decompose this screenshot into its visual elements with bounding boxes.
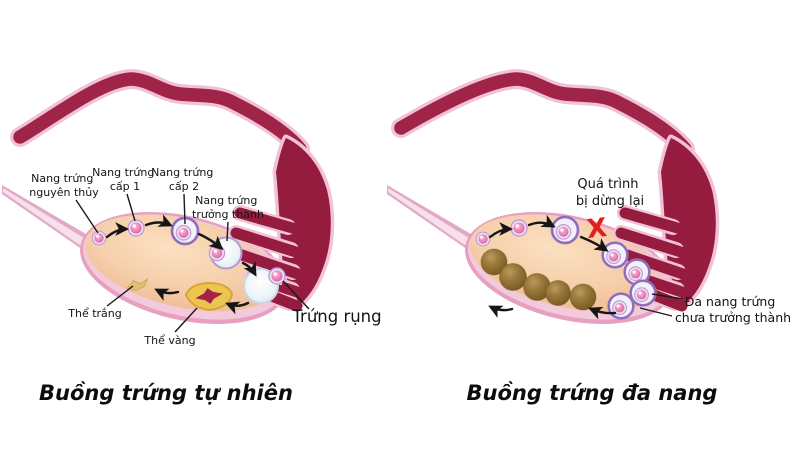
pointer-line (282, 280, 310, 310)
follicle-primordial (91, 230, 107, 246)
cyst-row (480, 248, 597, 311)
pointer-line (651, 293, 684, 300)
stop-x-mark: X (585, 213, 608, 245)
label-process-stopped: Quá trình bị dừng lại (576, 177, 644, 209)
arrow (105, 222, 130, 239)
pointer-line (639, 307, 673, 317)
cyst-brown (499, 263, 527, 291)
arrow (527, 214, 556, 228)
arrow (241, 261, 257, 277)
label-primary-follicle: Nang trứng cấp 1 (92, 166, 158, 193)
cyst-brown (569, 283, 597, 311)
panel-title-natural: Buồng trứng tự nhiên (39, 381, 293, 405)
label-immature-cysts: Đa nang trứng chưa trưởng thành (675, 294, 791, 325)
pointer-line (183, 193, 186, 225)
follicle-secondary (552, 217, 578, 243)
label-secondary-follicle: Nang trứng cấp 2 (151, 166, 217, 193)
arrow (197, 232, 224, 251)
arrow (154, 288, 180, 301)
arrow (579, 235, 609, 252)
follicle-immature (609, 294, 634, 319)
label-ovulation: Trứng rụng (291, 307, 381, 326)
follicle-primordial (475, 231, 491, 247)
cyst-brown (480, 248, 508, 276)
pointer-line (106, 285, 134, 307)
corpus-luteum (184, 281, 234, 312)
arrow (488, 222, 514, 239)
panel-title-pcos: Buồng trứng đa nang (467, 381, 718, 405)
pointer-line (226, 221, 229, 242)
arrow (225, 301, 250, 315)
cyst-brown (545, 280, 571, 306)
follicle-primary (127, 219, 145, 237)
arrow (588, 306, 617, 320)
label-corpus-luteum: Thể vàng (143, 334, 195, 347)
pointer-line (126, 193, 136, 222)
arrow (488, 305, 514, 318)
label-corpus-albicans: Thể trắng (67, 307, 122, 320)
pointer-line (174, 307, 198, 333)
label-primordial-follicle: Nang trứng nguyên thủy (29, 172, 99, 199)
ovulated-egg (268, 267, 286, 285)
ovulation-follicle (243, 267, 286, 304)
fallopian-tube (394, 72, 692, 156)
follicle-primary (510, 219, 528, 237)
fallopian-tube (13, 72, 307, 156)
arrow (144, 214, 173, 227)
follicle-immature (631, 281, 656, 306)
panel-pcos-ovary: X Quá trình bị dừng lại Đa nang trứng ch… (387, 68, 791, 405)
follicle-immature (603, 243, 628, 268)
corpus-albicans (126, 277, 149, 291)
panel-natural-ovary: Nang trứng nguyên thủy Nang trứng cấp 1 … (2, 68, 382, 405)
label-mature-follicle: Nang trứng trưởng thành (192, 194, 264, 221)
pointer-line (75, 199, 99, 234)
